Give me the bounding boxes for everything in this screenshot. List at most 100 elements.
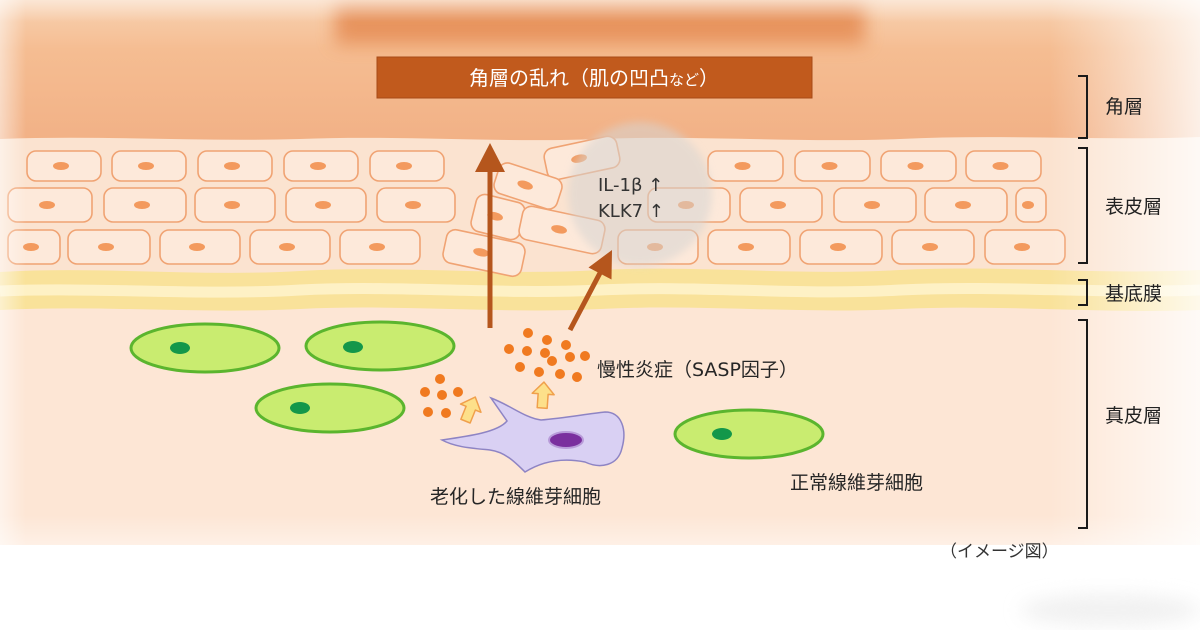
sasp-particle [441,408,451,418]
title-box [376,56,813,99]
cell-nucleus [310,162,326,170]
sasp-particle [435,374,445,384]
cell-nucleus [369,243,385,251]
diagonal-arrow-icon [567,250,612,332]
epidermal-cell [339,229,421,265]
marker-klk7: KLK7 ↑ [598,201,664,222]
cell-nucleus [1014,243,1030,251]
cell-nucleus [134,201,150,209]
epidermal-cell [794,150,871,182]
normal-fibroblast [304,320,456,372]
normal-fibroblast [673,408,825,460]
epidermal-cell [26,150,102,182]
fibroblast-nucleus [290,402,310,414]
sasp-particle [572,372,582,382]
cell-nucleus [517,180,533,190]
cell-nucleus [405,201,421,209]
cell-nucleus [396,162,412,170]
cell-membrane [493,162,563,210]
epidermal-cell [833,187,917,223]
sasp-particle [540,348,550,358]
epidermal-cell [197,150,273,182]
cell-nucleus [738,243,754,251]
sasp-particle [437,390,447,400]
secretion-arrow-icon [459,396,482,424]
epidermal-cell [442,228,526,278]
epidermal-cells [7,135,1066,278]
sasp-particle [542,335,552,345]
title-banner: 角層の乱れ（肌の凹凸など） [376,56,813,99]
epidermal-cell [493,162,563,210]
aged-fibroblast-label: 老化した線維芽細胞 [430,486,601,508]
epidermal-cell [7,187,93,223]
secretion-arrow-icon [531,381,555,410]
fibroblast-nucleus [343,341,363,353]
bottom-fade [0,515,1200,590]
cell-nucleus [98,243,114,251]
epidermal-cell [924,187,1008,223]
cell-nucleus [473,248,489,257]
fibroblast-body [304,320,456,372]
sasp-particle [534,367,544,377]
sasp-particle [580,351,590,361]
sasp-particle [555,369,565,379]
basement-membrane-highlight [0,282,1200,298]
bracket-stratum-corneum [1078,75,1088,139]
cell-nucleus [551,225,567,234]
bottom-blur [1020,594,1200,626]
normal-fibroblast-label: 正常線維芽細胞 [790,472,923,494]
fibroblast-nucleus [170,342,190,354]
normal-fibroblasts [129,320,825,460]
epidermal-cell [1015,187,1047,223]
cell-nucleus [770,201,786,209]
sasp-label: 慢性炎症（SASP因子） [597,359,798,381]
cell-nucleus [907,162,924,170]
epidermal-cell [283,150,359,182]
title-small: など [669,71,699,89]
epidermal-cell [739,187,823,223]
epidermal-cell [103,187,187,223]
cell-nucleus [189,243,205,251]
cell-nucleus [955,201,971,209]
cell-nucleus [992,162,1009,170]
top-fade [0,0,1200,22]
cell-nucleus [864,201,880,209]
epidermal-cell [249,229,331,265]
epidermal-cell [984,229,1066,265]
bracket-epidermis [1078,147,1088,264]
cell-nucleus [315,201,331,209]
title-text: 角層の乱れ（肌の凹凸など） [469,66,719,90]
sasp-particle [522,346,532,356]
cell-nucleus [734,162,751,170]
fibroblast-nucleus [712,428,732,440]
sasp-particle [565,352,575,362]
aged-fibroblast-body [439,396,625,473]
layer-label-epidermis: 表皮層 [1105,196,1162,218]
fibroblast-body [254,382,406,434]
epidermal-cell [965,150,1042,182]
cell-nucleus [23,243,39,251]
epidermal-cell [285,187,367,223]
sasp-particle [453,387,463,397]
title-main: 角層の乱れ（肌の凹凸 [469,66,669,90]
fibroblast-body [129,322,281,374]
normal-fibroblast [129,322,281,374]
cell-nucleus [138,162,154,170]
epidermal-cell [707,229,791,265]
epidermal-cell [880,150,957,182]
cytokine-haze [568,122,712,266]
cell-nucleus [53,162,69,170]
sasp-particle [423,407,433,417]
cell-nucleus [830,243,846,251]
cell-nucleus [224,162,240,170]
epidermal-cell [369,150,445,182]
epidermal-cell [376,187,456,223]
upward-arrow-icon [475,143,505,328]
layer-label-basement-membrane: 基底膜 [1105,283,1162,305]
epidermal-cell [67,229,151,265]
bracket-basement-membrane [1078,279,1088,306]
epidermal-cell [111,150,187,182]
sasp-particle [420,387,430,397]
bracket-dermis [1078,319,1088,529]
